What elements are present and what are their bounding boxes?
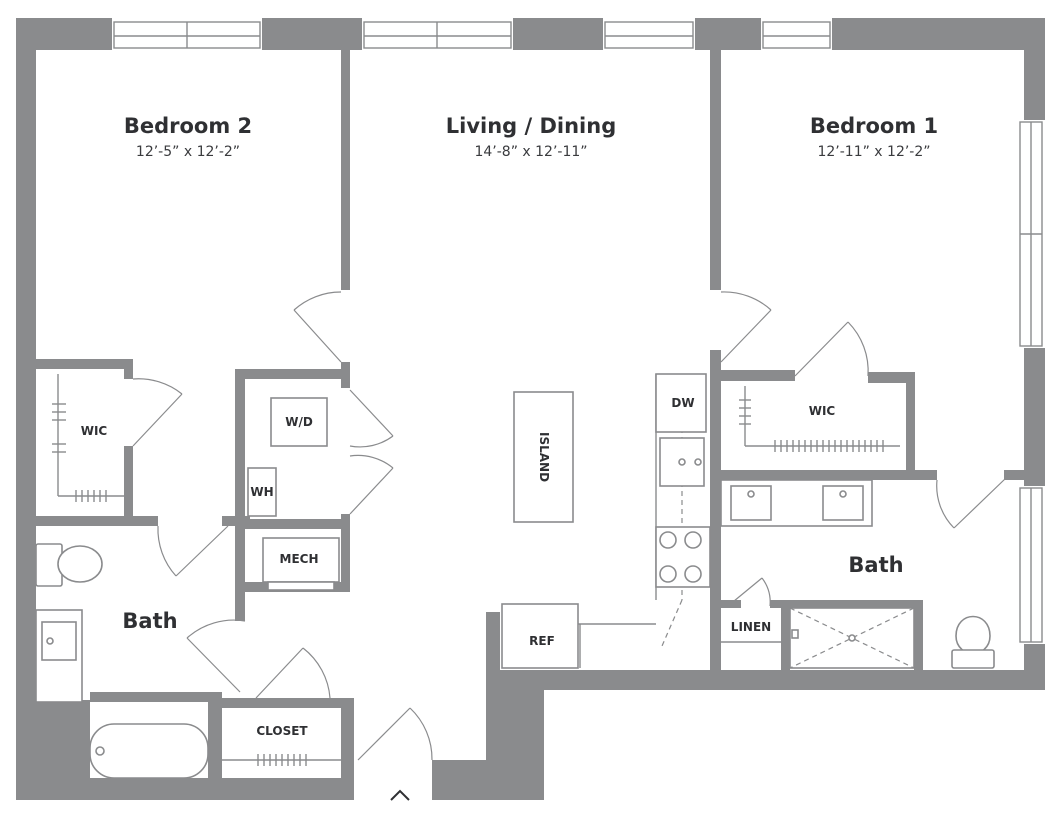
mech-label: MECH — [280, 552, 319, 566]
wic-left-label: WIC — [81, 424, 108, 438]
bedroom2-dimensions: 12’-5” x 12’-2” — [136, 144, 240, 160]
bedroom1-name: Bedroom 1 — [810, 114, 938, 138]
bedroom1-dimensions: 12’-11” x 12’-2” — [817, 144, 930, 160]
fixtures — [35, 373, 995, 779]
bath-left-name: Bath — [122, 609, 177, 633]
island-label: ISLAND — [537, 432, 551, 482]
dishwasher-label: DW — [671, 396, 694, 410]
linen-label: LINEN — [731, 620, 771, 634]
refrigerator-label: REF — [529, 634, 555, 648]
bedroom2-name: Bedroom 2 — [124, 114, 252, 138]
wic-right-label: WIC — [809, 404, 836, 418]
chevron-up-icon — [390, 789, 410, 801]
living-dining-dimensions: 14’-8” x 12’-11” — [474, 144, 587, 160]
interior-walls — [36, 50, 1044, 800]
bath-right-name: Bath — [848, 553, 903, 577]
windows — [113, 21, 1043, 643]
closet-label: CLOSET — [256, 724, 308, 738]
doors — [132, 291, 1007, 761]
exterior-walls — [16, 18, 1045, 800]
washer-dryer-label: W/D — [285, 415, 313, 429]
living-dining-name: Living / Dining — [446, 114, 617, 138]
water-heater-label: WH — [250, 485, 273, 499]
